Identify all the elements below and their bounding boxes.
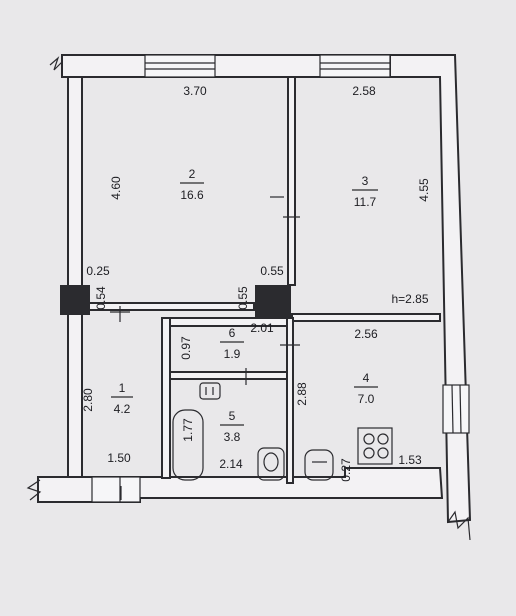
left-pier <box>60 285 90 315</box>
dim-hall-width: 2.01 <box>250 321 274 335</box>
dim-wall-small: 0.27 <box>339 458 353 482</box>
dim-kitchen-width: 2.56 <box>354 327 378 341</box>
entrance-door-opening <box>91 476 141 503</box>
sink-icon <box>199 382 221 400</box>
bathtub-icon <box>172 409 204 481</box>
break-mark-bottom-right <box>447 510 471 541</box>
window-right <box>442 384 470 434</box>
room-4-number: 4 <box>363 371 370 385</box>
middle-pier <box>255 285 291 317</box>
dim-pier-left: 0.25 <box>86 264 110 278</box>
room-5-number: 5 <box>229 409 236 423</box>
dim-room3-width: 2.58 <box>352 84 376 98</box>
wall-room6-bottom <box>169 371 289 380</box>
dimension-labels: 3.70 2.58 4.60 4.55 0.25 0.55 0.54 0.55 … <box>81 84 431 482</box>
room-6-number: 6 <box>229 326 236 340</box>
window-right-line <box>451 384 454 434</box>
wall-bath-kitchen <box>286 317 294 484</box>
dim-bath-width: 2.14 <box>219 457 243 471</box>
window-right-line <box>459 384 462 434</box>
stove-burner <box>377 433 389 445</box>
window-room3 <box>319 54 391 78</box>
dim-stove-width: 1.53 <box>398 453 422 467</box>
room-2-area: 16.6 <box>180 188 204 202</box>
dim-hall-depth: 0.97 <box>179 336 193 360</box>
room-1-number: 1 <box>119 381 126 395</box>
room-labels: 2 16.6 3 11.7 1 4.2 6 1.9 5 3.8 4 7.0 <box>111 167 378 444</box>
dim-room2-depth: 4.60 <box>109 176 123 200</box>
window-room2 <box>144 54 216 78</box>
stove-burner <box>363 447 375 459</box>
dim-kitchen-depth: 2.88 <box>295 382 309 406</box>
stove-burner <box>377 447 389 459</box>
room-5-area: 3.8 <box>224 430 241 444</box>
dim-pier-mid-vertical: 0.55 <box>236 286 250 310</box>
room-4-area: 7.0 <box>358 392 375 406</box>
kitchen-sink-icon <box>304 449 334 481</box>
wall-room1-right <box>161 317 171 479</box>
stove-icon <box>357 427 393 465</box>
dim-bath-depth: 1.77 <box>181 418 195 442</box>
toilet-icon <box>257 447 285 481</box>
room-3-number: 3 <box>362 174 369 188</box>
dim-pier-left-vertical: 0.54 <box>94 286 108 310</box>
room-2-number: 2 <box>189 167 196 181</box>
interior-walls <box>60 76 441 500</box>
break-mark-top-left <box>49 56 63 71</box>
left-wall <box>67 76 83 478</box>
dim-room1-depth: 2.80 <box>81 388 95 412</box>
ceiling-height: h=2.85 <box>391 292 428 306</box>
top-windows <box>144 54 391 78</box>
room-1-area: 4.2 <box>114 402 131 416</box>
break-mark-bottom-left <box>26 479 42 501</box>
dim-room3-depth: 4.55 <box>417 178 431 202</box>
room-3-area: 11.7 <box>354 195 377 209</box>
wall-room2-room3 <box>287 76 296 286</box>
toilet-bowl <box>263 452 279 472</box>
dim-room1-width: 1.50 <box>107 451 131 465</box>
dim-pier-mid: 0.55 <box>260 264 284 278</box>
fixtures <box>172 382 393 481</box>
wall-below-room3 <box>291 313 441 322</box>
dim-room2-width: 3.70 <box>183 84 207 98</box>
stove-burner <box>363 433 375 445</box>
room-6-area: 1.9 <box>224 347 241 361</box>
